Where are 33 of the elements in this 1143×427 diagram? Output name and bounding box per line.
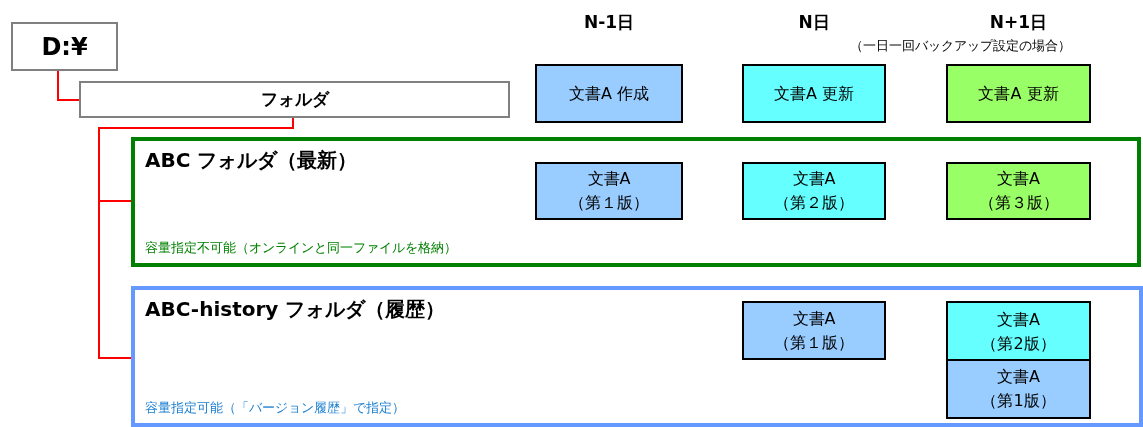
document-label: 文書A （第1版）	[980, 366, 1057, 412]
document-box	[742, 64, 886, 123]
document-box	[946, 301, 1091, 361]
document-label: 文書A 作成	[568, 82, 650, 105]
document-label: 文書A 更新	[773, 82, 855, 105]
day-heading: N+1日	[988, 11, 1049, 34]
document-label: 文書A （第２版）	[773, 168, 855, 214]
document-label: 文書A 更新	[977, 82, 1060, 105]
folder-panel	[131, 137, 1141, 267]
document-label: 文書A （第2版）	[980, 309, 1057, 355]
tree-connector	[57, 70, 80, 101]
folder-box	[79, 81, 510, 118]
drive-label: D:¥	[41, 31, 88, 63]
document-label: 文書A （第３版）	[977, 168, 1060, 214]
document-label: 文書A （第１版）	[773, 307, 855, 354]
document-box	[742, 301, 886, 360]
folder-heading: ABC-history フォルダ（履歴）	[145, 296, 446, 323]
document-box	[946, 162, 1091, 220]
schedule-note: （一日一回バックアップ設定の場合）	[848, 37, 1072, 55]
day-heading: N-1日	[582, 11, 636, 34]
document-box	[946, 64, 1091, 123]
document-box	[535, 162, 683, 220]
document-box	[946, 359, 1091, 419]
document-label: 文書A （第１版）	[568, 168, 650, 214]
folder-label: フォルダ	[260, 87, 329, 111]
folder-heading: ABC フォルダ（最新）	[145, 147, 358, 174]
capacity-note: 容量指定不可能（オンラインと同一ファイルを格納）	[145, 238, 457, 257]
day-heading: N日	[797, 11, 831, 34]
folder-panel	[131, 286, 1143, 427]
document-box	[742, 162, 886, 220]
capacity-note: 容量指定可能（「バージョン履歴」で指定）	[145, 398, 405, 417]
drive-box	[11, 22, 118, 71]
document-box	[535, 64, 683, 123]
